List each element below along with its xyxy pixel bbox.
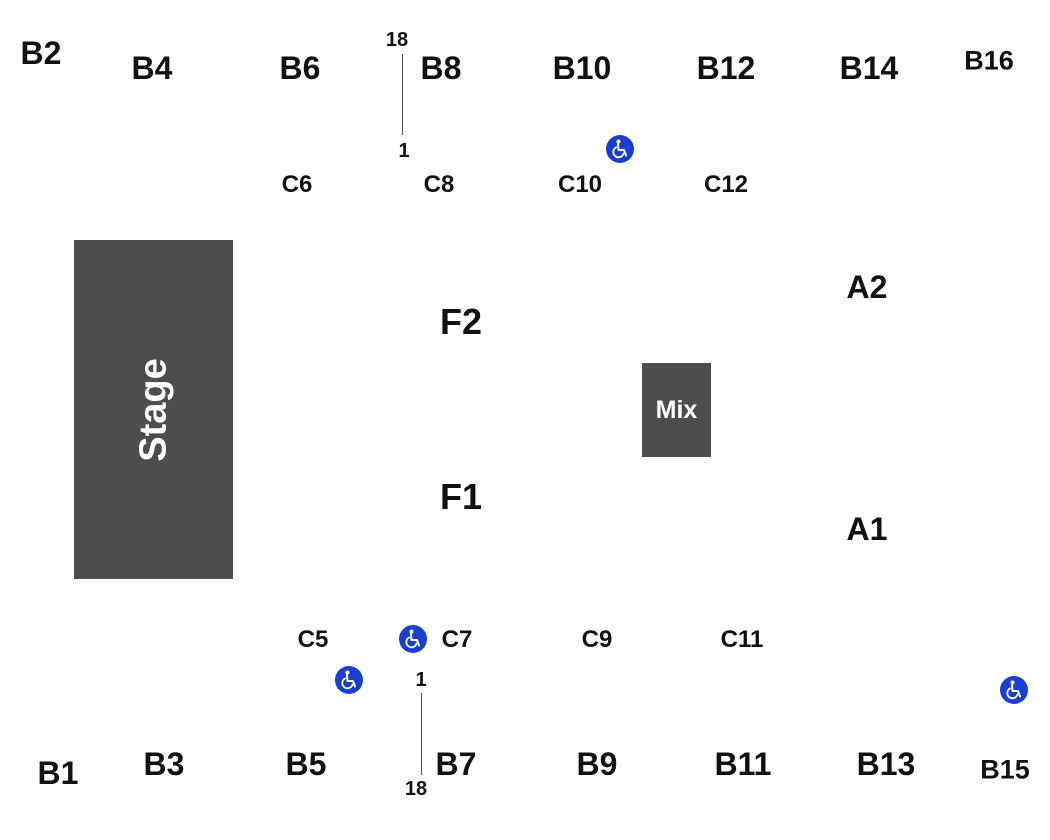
section-b16[interactable]: B16 [964,45,1014,76]
section-c12[interactable]: C12 [703,171,749,198]
section-c11[interactable]: C11 [720,626,764,653]
stage-label: Stage [132,357,174,462]
wheelchair-icon[interactable] [399,625,427,653]
section-c7[interactable]: C7 [441,626,473,653]
section-b8[interactable]: B8 [420,50,462,86]
wheelchair-icon[interactable] [335,666,363,694]
section-f1[interactable]: F1 [439,476,483,517]
section-c10[interactable]: C10 [557,171,603,198]
section-b5[interactable]: B5 [285,746,327,782]
section-c9[interactable]: C9 [581,626,613,653]
section-b10[interactable]: B10 [552,50,612,86]
row-marker-bottom-end: 18 [404,778,428,800]
section-b4[interactable]: B4 [131,50,173,86]
row-marker-line-top [402,54,403,135]
section-b7[interactable]: B7 [435,746,477,782]
row-marker-line-bottom [421,693,422,775]
row-marker-bottom-start: 1 [415,669,427,691]
stage-block: Stage [74,240,233,579]
section-b12[interactable]: B12 [696,50,756,86]
mix-position: Mix [642,363,711,457]
section-b6[interactable]: B6 [279,50,321,86]
section-c6[interactable]: C6 [281,171,313,198]
section-f2[interactable]: F2 [439,301,483,342]
section-b2[interactable]: B2 [20,35,62,71]
section-b3[interactable]: B3 [143,746,185,782]
wheelchair-icon[interactable] [606,135,634,163]
row-marker-top-end: 1 [398,140,410,162]
section-a1[interactable]: A1 [846,511,888,547]
section-b9[interactable]: B9 [576,746,618,782]
section-b13[interactable]: B13 [856,746,916,782]
row-marker-top-start: 18 [385,29,409,51]
section-b14[interactable]: B14 [839,50,899,86]
mix-label: Mix [655,395,698,424]
section-c5[interactable]: C5 [297,626,329,653]
wheelchair-icon[interactable] [1000,676,1028,704]
section-b1[interactable]: B1 [37,755,79,791]
section-c8[interactable]: C8 [423,171,455,198]
section-a2[interactable]: A2 [846,269,888,305]
section-b11[interactable]: B11 [714,746,772,782]
section-b15[interactable]: B15 [980,754,1030,785]
